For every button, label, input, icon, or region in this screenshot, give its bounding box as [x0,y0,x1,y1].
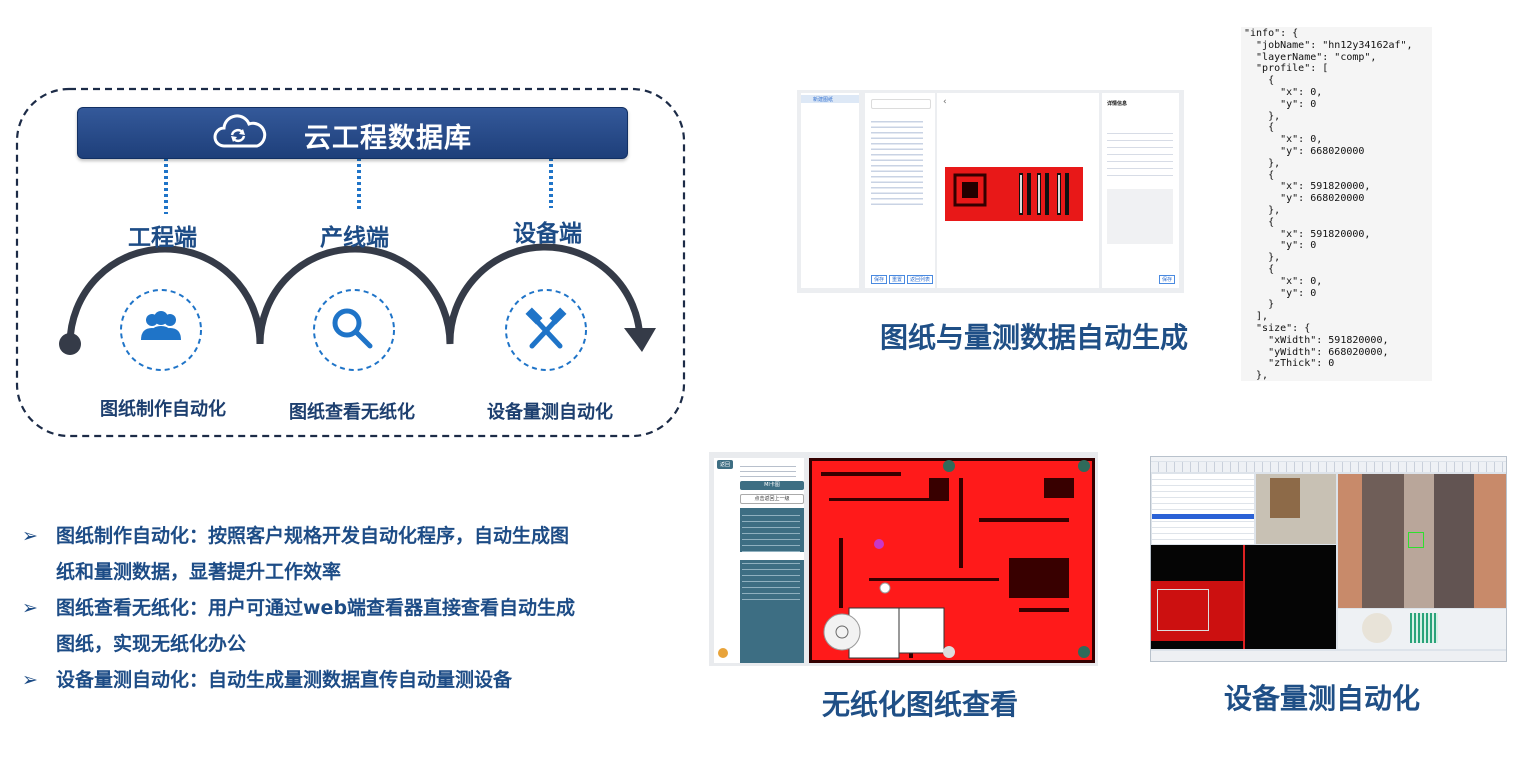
arrow-bullet-icon: ➢ [22,669,38,691]
chevron-left-icon[interactable]: ‹ [943,97,947,107]
bullet-item-drawing: ➢ 图纸制作自动化：按照客户规格开发自动化程序，自动生成图 纸和量测数据，显著提… [22,518,682,590]
camera-view-top [1256,474,1336,544]
equipment-software-screenshot [1150,456,1507,662]
tools-icon [525,307,567,349]
file-list [871,117,923,207]
cloud-database-banner: 云工程数据库 [77,107,628,159]
save-button[interactable]: 保存 [871,275,888,284]
details-notes [1107,189,1173,244]
search-input[interactable] [871,99,931,109]
arrow-bullet-icon: ➢ [22,597,38,619]
measure-target-box [1408,532,1424,548]
menu-bar[interactable] [1151,457,1506,461]
details-panel: 详情信息 保存 [1102,93,1179,288]
flow-start-dot [59,333,81,355]
tier-production: 产线端 [320,225,389,251]
file-list-panel: 保存 重置 返回列表 [865,93,935,288]
feature-drawing-automation: 图纸制作自动化 [100,399,226,420]
dashed-frame [15,87,686,438]
panel-save-button[interactable]: 保存 [1159,275,1176,284]
caption-paperless: 无纸化图纸查看 [822,688,1019,721]
people-icon [141,311,181,340]
flow-arrowhead [624,328,656,352]
tier-engineering: 工程端 [128,225,197,251]
caption-drawing-generation: 图纸与量测数据自动生成 [880,321,1189,354]
bullet-item-equipment: ➢ 设备量测自动化：自动生成量测数据直传自动量测设备 [22,662,682,698]
job-info [740,462,796,478]
pattern-grid [1410,613,1438,643]
back-button[interactable]: 返回 [717,460,734,469]
mi-card-button[interactable]: MI卡图 [740,481,804,490]
app-logo [718,648,728,658]
cloud-sync-icon [213,114,267,148]
mi-sidebar: 返回 MI卡图 点击返回上一级 [714,458,804,663]
paperless-viewer-screenshot: 返回 MI卡图 点击返回上一级 [709,452,1098,666]
cloud-architecture-diagram: 云工程数据库 工程端 产线端 设备端 图纸制作自动化 图纸查看无纸化 设备量测自… [0,0,700,450]
details-title: 详情信息 [1107,101,1128,107]
control-panel[interactable] [1338,609,1506,649]
search-icon [332,308,373,349]
banner-title: 云工程数据库 [304,123,472,154]
reset-button[interactable]: 重置 [889,275,906,284]
flow-arcs [66,243,644,348]
nav-item-new-drawing[interactable]: 新建图纸 [813,97,834,103]
toolbar[interactable] [1151,462,1506,472]
bullet-list: ➢ 图纸制作自动化：按照客户规格开发自动化程序，自动生成图 纸和量测数据，显著提… [22,518,682,698]
pcb-preview [945,167,1083,221]
feature-paperless-viewing: 图纸查看无纸化 [289,402,415,423]
json-snippet: "info": { "jobName": "hn12y34162af", "la… [1241,27,1432,381]
jog-pad[interactable] [1362,613,1392,643]
details-fields [1107,127,1173,177]
json-text: "info": { "jobName": "hn12y34162af", "la… [1244,28,1413,382]
return-up-button[interactable]: 点击返回上一级 [740,494,804,504]
nav-panel: 新建图纸 [801,93,859,288]
back-to-list-button[interactable]: 返回列表 [907,275,934,284]
pcb-dark-view [1151,545,1336,649]
pcb-red-board [809,458,1095,663]
mi-menu-list[interactable] [740,508,804,663]
arrow-bullet-icon: ➢ [22,525,38,547]
drawing-canvas: ‹ [937,93,1099,288]
feature-equipment-measurement: 设备量测自动化 [487,402,613,423]
mi-menu-selected[interactable] [740,552,804,560]
microscope-view [1338,474,1506,608]
drawing-generator-screenshot: 新建图纸 保存 重置 返回列表 ‹ 详情信息 保存 [797,90,1184,293]
tier-equipment: 设备端 [513,221,582,247]
measurement-table[interactable] [1152,474,1254,544]
bullet-item-paperless: ➢ 图纸查看无纸化：用户可通过web端查看器直接查看自动生成 图纸，实现无纸化办… [22,590,682,662]
status-bar [1151,651,1506,661]
table-row-selected[interactable] [1152,514,1254,519]
diagram-graphics [15,87,686,438]
caption-equipment: 设备量测自动化 [1224,682,1421,715]
